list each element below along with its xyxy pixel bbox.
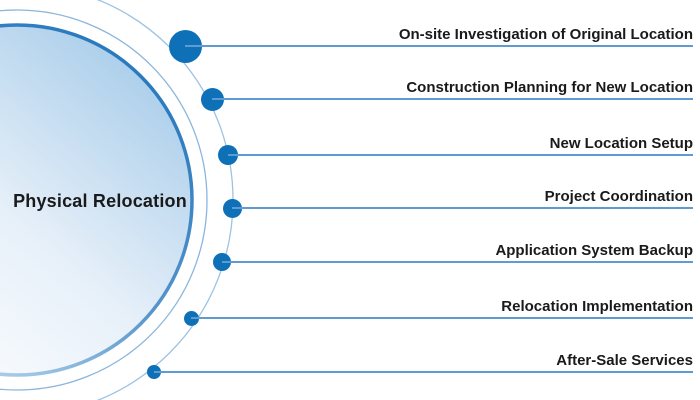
branch-line [154, 371, 693, 373]
branch-line [232, 207, 693, 209]
branch-line [212, 98, 693, 100]
branch-label: After-Sale Services [556, 352, 693, 369]
diagram-center-label: Physical Relocation [13, 191, 187, 211]
branch-line [222, 261, 693, 263]
branch-line [228, 154, 693, 156]
branch-label: On-site Investigation of Original Locati… [398, 26, 693, 43]
branch-label: Project Coordination [544, 188, 693, 205]
branch-label: Application System Backup [495, 242, 693, 259]
branch-label: Relocation Implementation [501, 298, 693, 315]
branch-label: New Location Setup [549, 135, 693, 152]
branch-line [185, 45, 693, 47]
branch-line [191, 317, 693, 319]
branch-label: Construction Planning for New Location [406, 79, 693, 96]
